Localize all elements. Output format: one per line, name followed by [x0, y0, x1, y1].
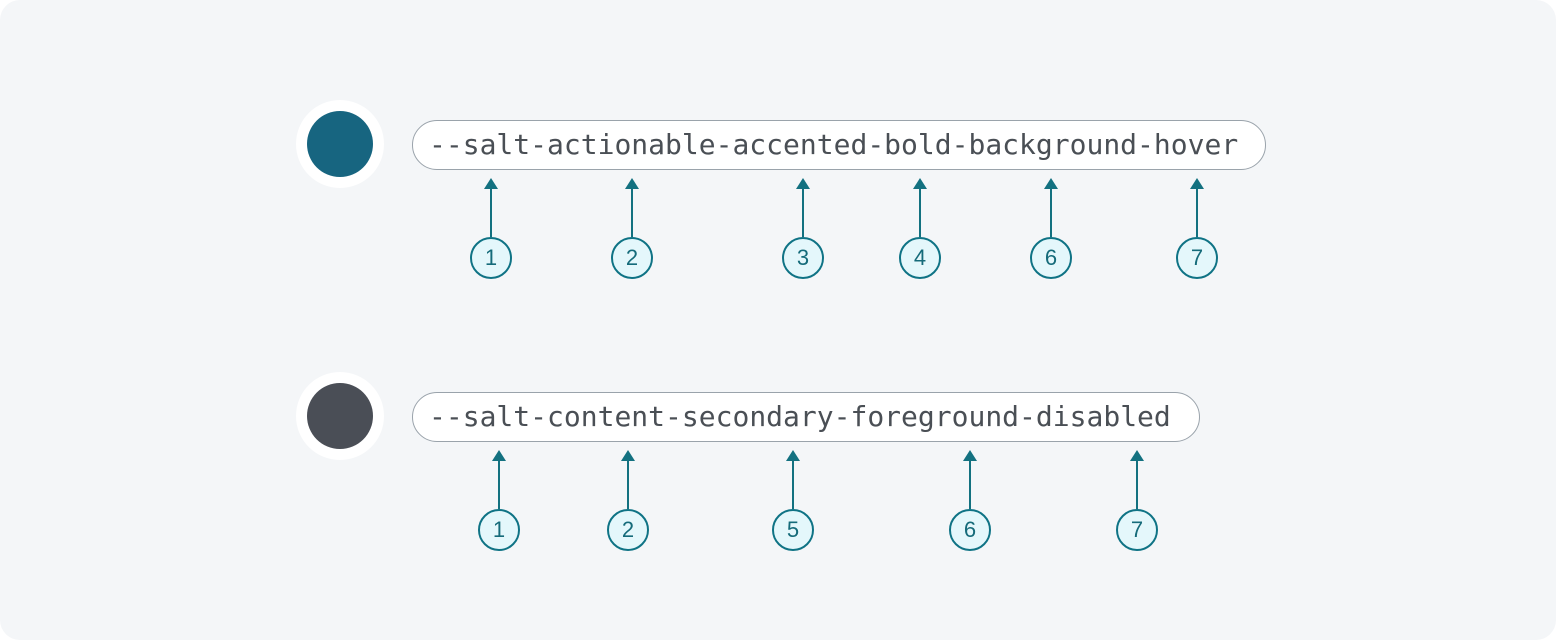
token-segment-highlighted: background: [968, 108, 1138, 182]
callout-number-badge: 5: [772, 509, 814, 551]
callout-arrow-icon: [625, 178, 639, 237]
arrow-stem: [801, 189, 805, 237]
arrowhead-icon: [492, 450, 506, 461]
callout-marker: 7: [1116, 450, 1158, 551]
callout-marker: 7: [1176, 178, 1218, 279]
callout-arrow-icon: [796, 178, 810, 237]
arrowhead-icon: [1130, 450, 1144, 461]
token-text: --salt-actionable-accented-bold-backgrou…: [429, 108, 1239, 182]
arrowhead-icon: [796, 178, 810, 189]
token-pill: --salt-actionable-accented-bold-backgrou…: [412, 108, 1266, 182]
callout-marker: 1: [470, 178, 512, 279]
token-segment-highlighted: actionable: [547, 108, 716, 182]
callout-arrow-icon: [786, 450, 800, 509]
token-text: --salt-content-secondary-foreground-disa…: [429, 380, 1171, 454]
token-separator: -: [665, 400, 682, 433]
callout-marker: 4: [899, 178, 941, 279]
token-segment-highlighted: accented: [732, 108, 868, 182]
callout-arrow-icon: [621, 450, 635, 509]
arrowhead-icon: [786, 450, 800, 461]
token-separator: -: [951, 128, 969, 161]
color-swatch: [307, 111, 373, 177]
token-segment-highlighted: content: [547, 380, 666, 454]
token-segment-highlighted: hover: [1153, 108, 1239, 182]
callout-number-badge: 1: [470, 237, 512, 279]
token-pill: --salt-content-secondary-foreground-disa…: [412, 380, 1200, 454]
token-separator: -: [530, 128, 548, 161]
arrow-stem: [968, 461, 972, 509]
arrow-stem: [497, 461, 501, 509]
arrowhead-icon: [621, 450, 635, 461]
callout-number-badge: 7: [1176, 237, 1218, 279]
arrowhead-icon: [484, 178, 498, 189]
callout-arrow-icon: [1044, 178, 1058, 237]
arrow-stem: [791, 461, 795, 509]
callout-marker: 2: [611, 178, 653, 279]
arrow-stem: [626, 461, 630, 509]
token-separator: --: [429, 128, 463, 161]
token-segment-highlighted: disabled: [1035, 380, 1171, 454]
token-segment-highlighted: salt: [462, 108, 531, 182]
callout-arrow-icon: [484, 178, 498, 237]
token-segment-highlighted: bold: [884, 108, 953, 182]
callout-number-badge: 6: [949, 509, 991, 551]
token-segment-highlighted: foreground: [850, 380, 1020, 454]
callout-number-badge: 7: [1116, 509, 1158, 551]
arrowhead-icon: [963, 450, 977, 461]
color-swatch: [307, 383, 373, 449]
callout-marker: 2: [607, 450, 649, 551]
callout-number-badge: 6: [1030, 237, 1072, 279]
token-separator: -: [715, 128, 733, 161]
color-swatch-ring: [296, 372, 384, 460]
arrow-stem: [630, 189, 634, 237]
arrow-stem: [489, 189, 493, 237]
callout-arrow-icon: [1130, 450, 1144, 509]
token-separator: -: [530, 400, 548, 433]
token-segment-highlighted: secondary: [681, 380, 834, 454]
token-separator: --: [429, 400, 463, 433]
callout-marker: 6: [1030, 178, 1072, 279]
callout-marker: 5: [772, 450, 814, 551]
arrow-stem: [1195, 189, 1199, 237]
color-swatch-ring: [296, 100, 384, 188]
callout-number-badge: 1: [478, 509, 520, 551]
callout-arrow-icon: [963, 450, 977, 509]
callout-arrow-icon: [492, 450, 506, 509]
callout-number-badge: 2: [611, 237, 653, 279]
token-separator: -: [1019, 400, 1036, 433]
callout-marker: 1: [478, 450, 520, 551]
arrow-stem: [1049, 189, 1053, 237]
token-separator: -: [833, 400, 851, 433]
callout-number-badge: 4: [899, 237, 941, 279]
token-separator: -: [867, 128, 885, 161]
callout-number-badge: 3: [782, 237, 824, 279]
arrowhead-icon: [625, 178, 639, 189]
callout-arrow-icon: [913, 178, 927, 237]
arrowhead-icon: [913, 178, 927, 189]
callout-marker: 3: [782, 178, 824, 279]
token-separator: -: [1137, 128, 1154, 161]
arrow-stem: [1135, 461, 1139, 509]
callout-arrow-icon: [1190, 178, 1204, 237]
callout-number-badge: 2: [607, 509, 649, 551]
arrowhead-icon: [1044, 178, 1058, 189]
arrowhead-icon: [1190, 178, 1204, 189]
token-segment-highlighted: salt: [462, 380, 531, 454]
arrow-stem: [918, 189, 922, 237]
callout-marker: 6: [949, 450, 991, 551]
